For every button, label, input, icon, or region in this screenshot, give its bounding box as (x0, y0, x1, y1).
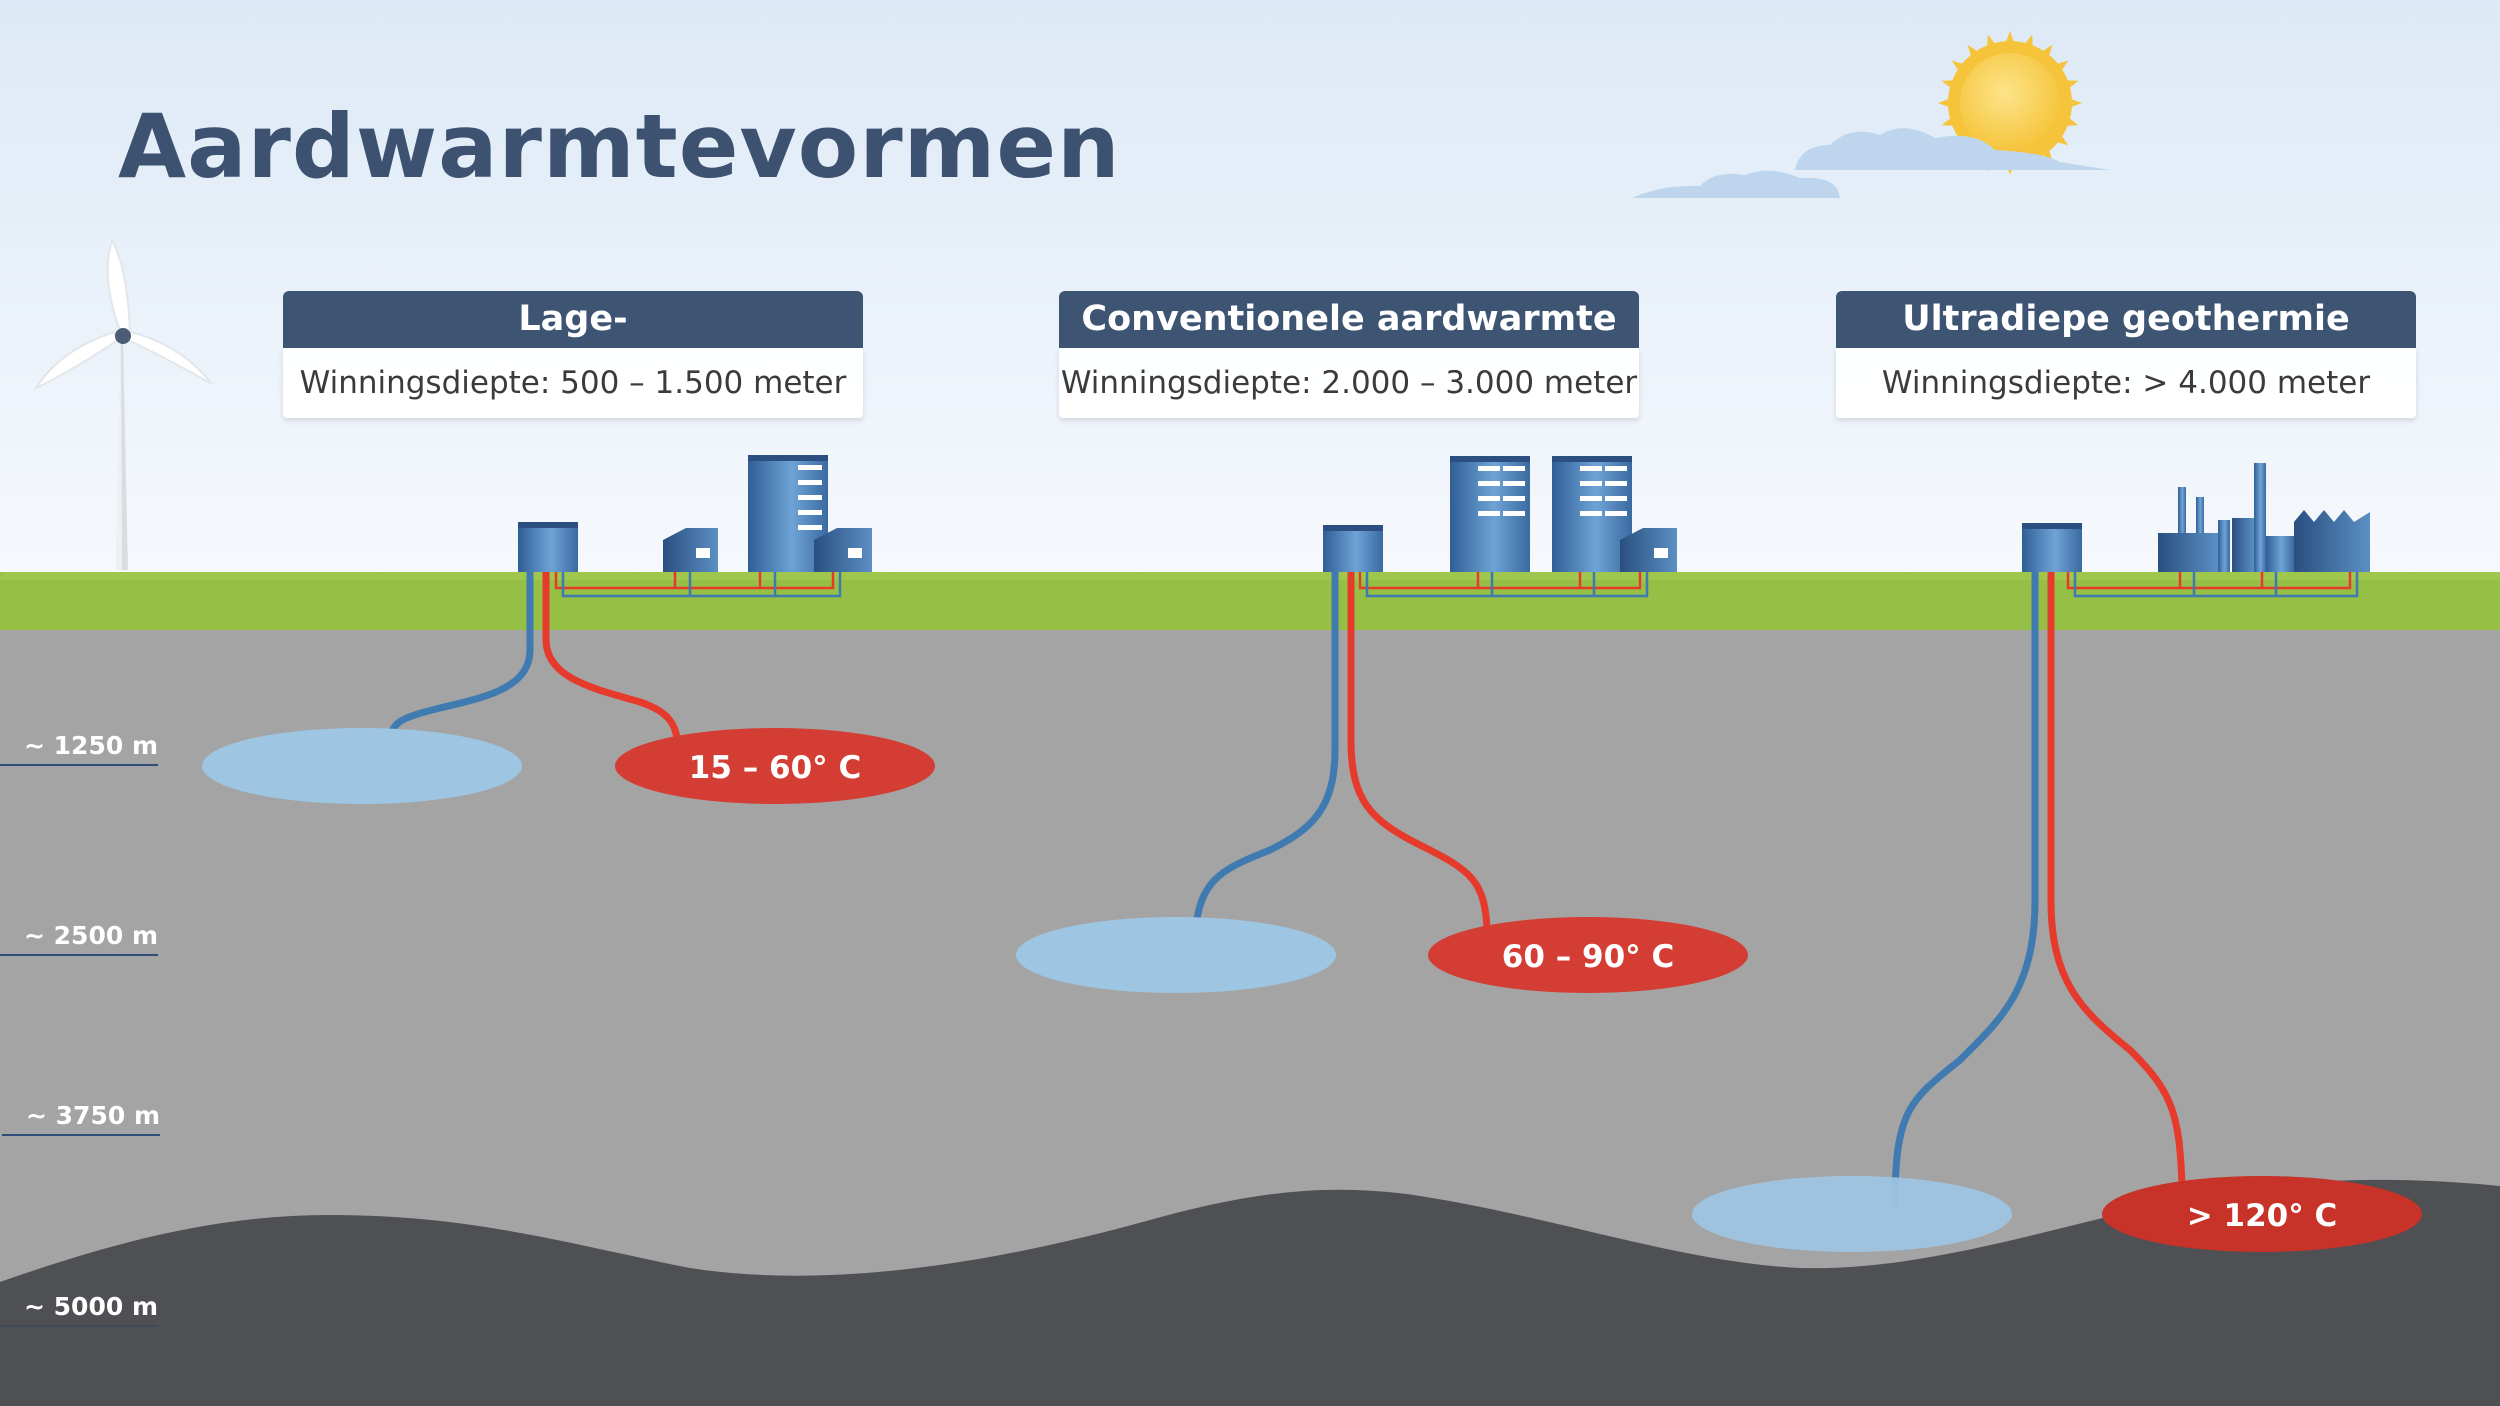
hot-reservoir-3 (2102, 1176, 2422, 1252)
cold-reservoir-3 (1692, 1176, 2012, 1252)
depth-marker-2500: ~ 2500 m (0, 921, 158, 956)
grass-strip (0, 572, 2500, 630)
wind-turbine-icon (33, 237, 213, 570)
sun-ray (1938, 97, 1953, 109)
card-title: Ultradiepe geothermie (1836, 291, 2416, 348)
sun-ray (2063, 115, 2079, 126)
card-low-temperature: Lage-temperatuuraardwarmte Winningsdiept… (283, 291, 863, 418)
sun-ray (2063, 80, 2079, 91)
pipes-system-1 (386, 568, 682, 749)
sun-ray (1967, 44, 1981, 60)
hot-reservoir-1 (615, 728, 935, 804)
sun-ray (2053, 60, 2069, 74)
sun-ray (2039, 146, 2053, 162)
pipes-system-2 (1191, 568, 1491, 952)
buildings-icon (518, 455, 872, 598)
card-depth-text: Winningsdiepte: 2.000 – 3.000 meter (1059, 348, 1639, 418)
card-title: Lage-temperatuuraardwarmte (283, 291, 863, 396)
cold-reservoir-1 (202, 728, 522, 804)
card-depth-text: Winningsdiepte: 500 – 1.500 meter (283, 348, 863, 418)
hot-reservoir-2 (1428, 917, 1748, 993)
sun-ray (2039, 44, 2053, 60)
sun-ray (1941, 115, 1957, 126)
sun-ray (1987, 34, 1998, 50)
temperature-label-3: > 120° C (2186, 1198, 2338, 1234)
depth-marker-3750: ~ 3750 m (2, 1101, 160, 1136)
page-title: Aardwarmtevormen (118, 95, 1121, 198)
sun-ray (2067, 97, 2082, 109)
deep-rock-layer (0, 1179, 2500, 1406)
temperature-label-1: 15 – 60° C (688, 750, 862, 786)
depth-marker-1250: ~ 1250 m (0, 731, 158, 766)
sun-ray (2022, 34, 2033, 50)
cloud-icon (1632, 128, 2110, 198)
temperature-label-2: 60 – 90° C (1501, 939, 1675, 975)
depth-marker-5000: ~ 5000 m (0, 1292, 158, 1327)
card-depth-text: Winningsdiepte: > 4.000 meter (1836, 348, 2416, 418)
sun-ray (2053, 132, 2069, 146)
cold-reservoir-2 (1016, 917, 1336, 993)
sun-ray (1941, 80, 1957, 91)
sun-ray (2004, 31, 2016, 46)
grass-edge (0, 572, 2500, 580)
office-buildings-icon (1323, 456, 1677, 598)
sun-ray (1951, 60, 1967, 74)
card-conventional: Conventionele aardwarmte Winningsdiepte:… (1059, 291, 1639, 418)
pipes-system-3 (1891, 568, 2186, 1209)
card-title: Conventionele aardwarmte (1059, 291, 1639, 348)
sky (0, 0, 2500, 580)
card-ultra-deep: Ultradiepe geothermie Winningsdiepte: > … (1836, 291, 2416, 418)
factory-icon (2022, 463, 2370, 598)
